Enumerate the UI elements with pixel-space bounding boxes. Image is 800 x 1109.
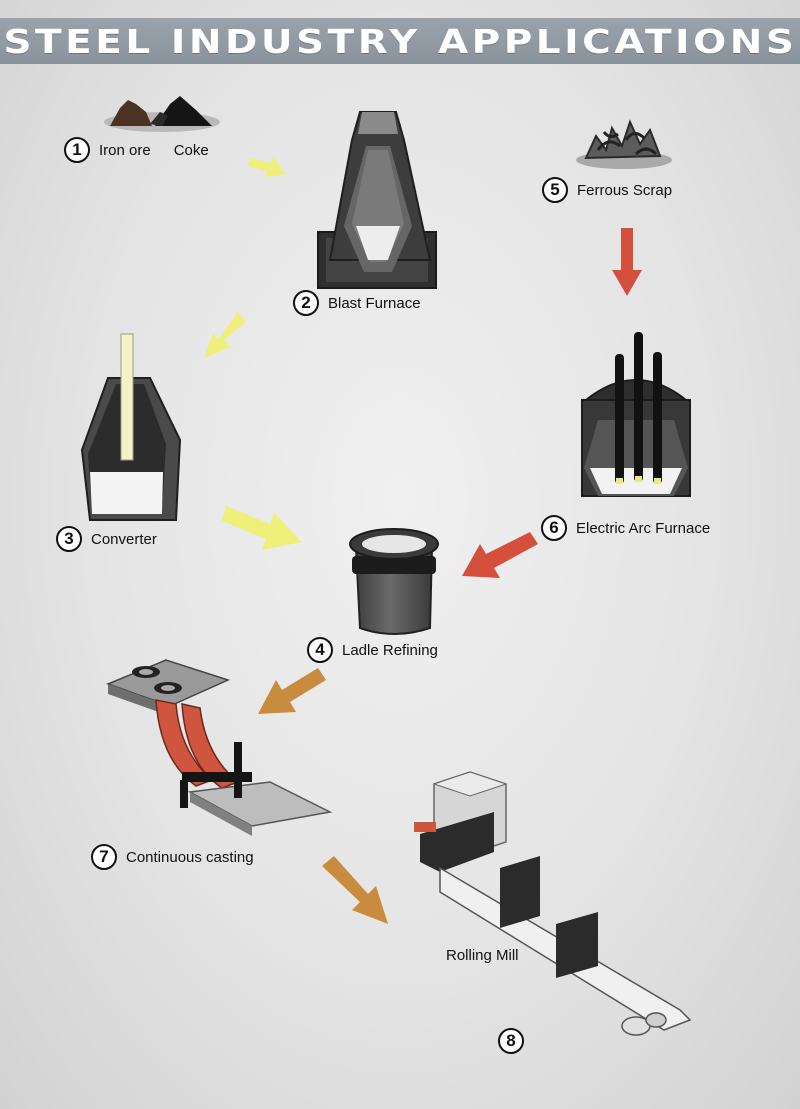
step-8-label: Rolling Mill (446, 947, 519, 964)
blast-furnace-illustration (317, 111, 437, 289)
step-6-label: 6 Electric Arc Furnace (541, 515, 710, 541)
step-2-label: 2 Blast Furnace (293, 290, 421, 316)
step-number-badge: 2 (293, 290, 319, 316)
step-number-badge: 3 (56, 526, 82, 552)
step-1-label: 1 Iron ore Coke (64, 137, 209, 163)
continuous-casting-illustration (105, 659, 333, 836)
arrow-7-to-8 (322, 856, 388, 924)
ferrous-scrap-illustration (576, 119, 672, 169)
converter-illustration (80, 333, 182, 521)
step-number-badge: 5 (542, 177, 568, 203)
step-5-label: 5 Ferrous Scrap (542, 177, 672, 203)
arrow-2-to-3 (204, 312, 246, 358)
step-text: Rolling Mill (446, 947, 519, 964)
step-number-badge: 8 (498, 1028, 524, 1054)
step-text: Iron ore (99, 141, 151, 159)
page-title: STEEL INDUSTRY APPLICATIONS (3, 21, 797, 61)
step-text: Electric Arc Furnace (576, 519, 711, 537)
ladle-illustration (349, 528, 439, 635)
electric-arc-furnace-illustration (581, 332, 691, 497)
step-text: Ferrous Scrap (577, 181, 673, 199)
step-number-badge: 6 (541, 515, 567, 541)
arrow-5-to-6 (612, 228, 642, 296)
step-number-badge: 1 (64, 137, 90, 163)
step-7-label: 7 Continuous casting (91, 844, 254, 870)
arrow-1-to-2 (248, 157, 286, 177)
arrow-4-to-7 (258, 668, 326, 714)
step-text: Converter (91, 530, 157, 548)
step-number-badge: 7 (91, 844, 117, 870)
iron-ore-coke-illustration (104, 96, 220, 132)
step-8-badge-wrap: 8 (498, 1028, 524, 1054)
arrow-6-to-4 (462, 532, 538, 578)
step-4-label: 4 Ladle Refining (307, 637, 438, 663)
step-text: Ladle Refining (342, 641, 438, 659)
step-text: Continuous casting (126, 848, 254, 866)
rolling-mill-illustration (414, 771, 692, 1036)
step-text: Blast Furnace (328, 294, 421, 312)
title-banner: STEEL INDUSTRY APPLICATIONS (0, 18, 800, 64)
step-text-secondary: Coke (173, 141, 209, 159)
step-3-label: 3 Converter (56, 526, 157, 552)
arrow-3-to-4 (222, 506, 302, 550)
step-number-badge: 4 (307, 637, 333, 663)
